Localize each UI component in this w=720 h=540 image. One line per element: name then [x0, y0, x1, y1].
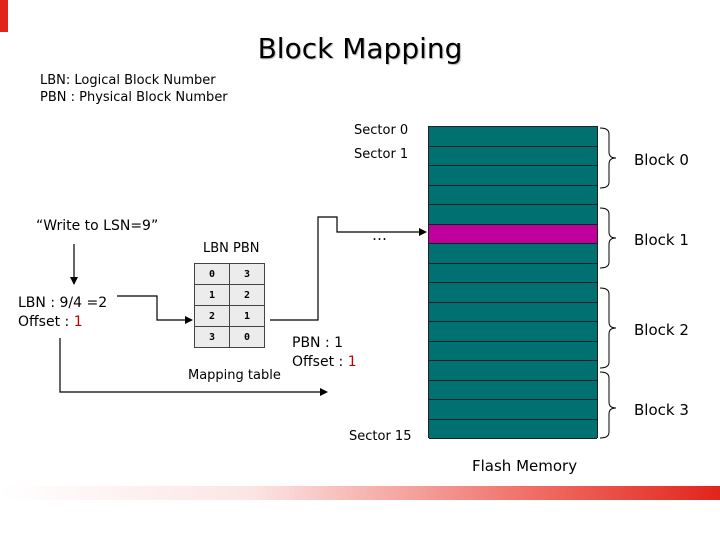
flash-sector	[429, 185, 597, 205]
flash-sector	[429, 419, 597, 439]
flash-sector	[429, 205, 597, 225]
pbn-cell: 2	[229, 284, 265, 306]
pbn-offset-line: Offset : 1	[292, 353, 357, 372]
flash-sector	[429, 166, 597, 186]
write-request-label: “Write to LSN=9”	[36, 218, 159, 234]
flash-sector	[429, 322, 597, 342]
corner-accent-bar	[0, 0, 8, 32]
offset-value: 1	[73, 314, 83, 330]
block-braces	[599, 127, 617, 439]
mapping-table-header: LBN PBN	[203, 241, 260, 256]
offset-label: Offset :	[292, 354, 348, 370]
lbn-calculation: LBN : 9/4 =2 Offset : 1	[18, 294, 107, 332]
flash-sector	[429, 341, 597, 361]
block-0-brace	[599, 127, 617, 189]
table-to-flash-arrow	[270, 216, 427, 321]
slide-title: Block Mapping	[257, 32, 463, 65]
sector-0-label: Sector 0	[354, 123, 409, 138]
sector-1-label: Sector 1	[354, 147, 409, 162]
sector-ellipsis: …	[372, 226, 387, 244]
flash-memory-grid	[428, 126, 598, 439]
footer-gradient-bar	[0, 486, 720, 500]
sector-15-label: Sector 15	[349, 429, 412, 444]
flash-sector-highlighted	[429, 224, 597, 244]
block-1-label: Block 1	[634, 231, 689, 249]
lbn-cell: 3	[194, 326, 230, 348]
flash-sector	[429, 263, 597, 283]
block-1-brace	[599, 207, 617, 269]
pbn-cell: 0	[229, 326, 265, 348]
offset-to-result-arrow	[59, 338, 328, 396]
block-3-label: Block 3	[634, 401, 689, 419]
definition-lbn: LBN: Logical Block Number	[40, 73, 216, 88]
block-0-label: Block 0	[634, 151, 689, 169]
block-2-brace	[599, 287, 617, 369]
lbn-formula: LBN : 9/4 =2	[18, 295, 108, 311]
flash-sector	[429, 146, 597, 166]
flash-sector	[429, 400, 597, 420]
definition-pbn: PBN : Physical Block Number	[40, 90, 228, 105]
calc-to-table-arrow	[117, 295, 193, 324]
lbn-offset-line: Offset : 1	[18, 313, 107, 332]
offset-value: 1	[347, 354, 357, 370]
flash-sector	[429, 127, 597, 147]
block-2-label: Block 2	[634, 321, 689, 339]
lbn-cell: 2	[194, 305, 230, 327]
pbn-cell: 3	[229, 263, 265, 285]
flash-sector	[429, 361, 597, 381]
flash-sector	[429, 244, 597, 264]
pbn-line: PBN : 1	[292, 335, 344, 351]
flash-sector	[429, 302, 597, 322]
flash-sector	[429, 283, 597, 303]
offset-label: Offset :	[18, 314, 74, 330]
mapping-table-caption: Mapping table	[188, 368, 281, 383]
flash-sector	[429, 380, 597, 400]
pbn-result: PBN : 1 Offset : 1	[292, 334, 357, 372]
pbn-cell: 1	[229, 305, 265, 327]
block-3-brace	[599, 371, 617, 439]
lbn-cell: 0	[194, 263, 230, 285]
flash-memory-caption: Flash Memory	[472, 457, 578, 475]
